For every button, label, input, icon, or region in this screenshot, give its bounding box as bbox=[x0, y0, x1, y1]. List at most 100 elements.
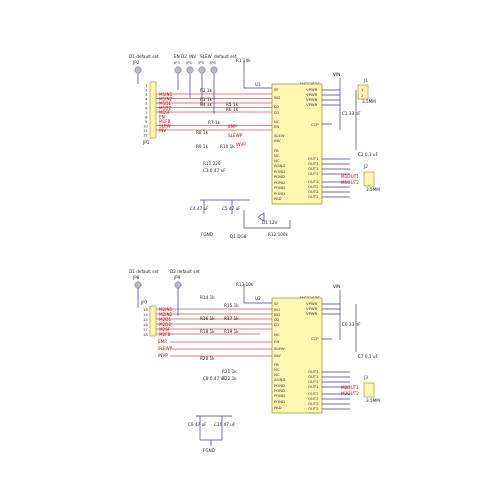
jumper-jp4[interactable] bbox=[186, 66, 194, 74]
resistor-r20-label: R20 1k bbox=[200, 356, 215, 361]
jumper-jp4-label: JP4 bbox=[185, 60, 192, 65]
resistor-r18-label: R18 1k bbox=[200, 329, 215, 334]
jumper-jp8[interactable] bbox=[134, 281, 142, 289]
net-m1out1: M1OUT1 bbox=[341, 174, 359, 179]
header-jp7-label: JP7 bbox=[140, 300, 148, 305]
net-emp-2: EMP bbox=[158, 339, 167, 344]
chip-pin: VPWR bbox=[306, 306, 318, 311]
header-pin: 4 bbox=[145, 97, 148, 102]
header-jp7 bbox=[149, 305, 157, 337]
header-pin: 13 bbox=[143, 307, 148, 312]
chip-pin: VPWR bbox=[306, 92, 318, 97]
jumper-d1-label: D1 default set bbox=[129, 54, 159, 59]
header-pin: 6 bbox=[145, 106, 148, 111]
conn-j1-ref: J1 bbox=[363, 78, 368, 83]
chip-pin: OUT1 bbox=[308, 161, 319, 166]
chip-u1-right-wires bbox=[322, 78, 350, 198]
jumper-jp9-label: JP9 bbox=[173, 275, 181, 280]
fgnd-label-1: FGND bbox=[201, 232, 213, 237]
net-invp-2: INVP bbox=[158, 353, 168, 358]
chip-pin: IN1 bbox=[274, 307, 281, 312]
resistor-r8-label: R8 1k bbox=[196, 130, 209, 135]
conn-j3-size: 3.5MM bbox=[366, 398, 380, 403]
chip-u2-ref: U2 bbox=[255, 296, 261, 301]
right-cap-wires-2 bbox=[339, 304, 357, 352]
resistor-r2-label: R2 1k bbox=[200, 88, 213, 93]
cap-c4-label: C4 47 uF bbox=[190, 206, 209, 211]
header-pin: 16 bbox=[143, 322, 148, 327]
resistor-r1-wire bbox=[243, 60, 272, 89]
chip-pin: SLEW bbox=[274, 133, 285, 138]
diode-d1-label: D1 12V bbox=[262, 220, 278, 225]
conn-j2 bbox=[363, 171, 375, 187]
net-label: EN bbox=[159, 115, 165, 120]
net-m2out2: M2OUT2 bbox=[341, 391, 359, 396]
chip-pin: POND bbox=[274, 383, 285, 388]
jumper-jp5[interactable] bbox=[198, 66, 206, 74]
jumper-jp9[interactable] bbox=[174, 281, 182, 289]
chip-pin: D1 bbox=[274, 110, 280, 115]
jumper-jp2[interactable] bbox=[134, 66, 142, 74]
net-label: INV bbox=[159, 128, 166, 133]
chip-pin: POND bbox=[274, 399, 285, 404]
jumper-d1-label-2: D1 default set bbox=[129, 269, 159, 274]
header-pin: 7 bbox=[145, 110, 148, 115]
chip-pin: D1 bbox=[274, 322, 280, 327]
conn-j3-ref: J3 bbox=[363, 375, 368, 380]
resistor-r6-label: R6 1k bbox=[226, 107, 239, 112]
net-label: M1SF bbox=[159, 110, 171, 115]
chip-pin: NC bbox=[274, 332, 280, 337]
chip-pin: OUT1 bbox=[308, 166, 319, 171]
chip-pin: SF bbox=[274, 87, 279, 92]
chip-pin: OUT1 bbox=[308, 384, 319, 389]
jumper-inv-label: INV bbox=[189, 54, 196, 59]
header-signal-wires-2 bbox=[156, 308, 272, 335]
chip-pin: SLEW bbox=[274, 346, 285, 351]
jumper-jp5-label: JP5 bbox=[197, 60, 204, 65]
cap-c1-label: C1 33 nF bbox=[342, 111, 361, 116]
chip-pin: VPWR bbox=[306, 97, 318, 102]
vin-label-2: VIN bbox=[333, 284, 340, 289]
chip-u1 bbox=[271, 83, 323, 205]
fgnd-label-2: FGND bbox=[203, 448, 215, 453]
chip-pin: EN bbox=[274, 124, 279, 129]
vin-label: VIN bbox=[333, 72, 340, 77]
chip-pin: D2 bbox=[274, 317, 280, 322]
chip-u2-right-pins: VPWR VPWR VPWR CCP OUT1 OUT1 OUT1 OUT1 O… bbox=[306, 301, 319, 411]
chip-pin: OUT1 bbox=[308, 374, 319, 379]
net-label: M1D2 bbox=[159, 106, 172, 111]
jumper-jp6-label: JP6 bbox=[209, 60, 216, 65]
diode-d1-symbol bbox=[257, 212, 265, 222]
chip-pin: OUT1 bbox=[308, 171, 319, 176]
chip-pin: OUT2 bbox=[308, 391, 319, 396]
resistor-r13-wire bbox=[243, 284, 272, 304]
resistor-r3-label: R3 1k bbox=[200, 97, 213, 102]
resistor-r14-label: R14 1k bbox=[200, 295, 215, 300]
jumper-jp3[interactable] bbox=[174, 66, 182, 74]
header-jp7-pins: 13 14 15 16 17 18 bbox=[143, 307, 148, 337]
cap-c9-label: C9 47 uF bbox=[188, 422, 207, 427]
chip-pin: NC bbox=[274, 119, 280, 124]
chip-pin: OUT2 bbox=[308, 194, 319, 199]
header-pin: 11 bbox=[143, 128, 148, 133]
chip-u1-ref: U1 bbox=[255, 82, 261, 87]
resistor-r15-label: R15 1k bbox=[224, 303, 239, 308]
jumper-wires-2 bbox=[137, 288, 179, 316]
net-slewp-2: SLEWP bbox=[158, 346, 173, 351]
conn-j2-ref: J2 bbox=[363, 164, 368, 169]
chip-pin: NC bbox=[274, 153, 280, 158]
header-pin: 1 bbox=[145, 83, 148, 88]
jumper-jp3-label: JP3 bbox=[173, 60, 180, 65]
net-label: M1FB bbox=[159, 119, 171, 124]
chip-pin: NC bbox=[274, 367, 280, 372]
chip-pin: OUT2 bbox=[308, 179, 319, 184]
resistor-r17-label: R17 1k bbox=[224, 316, 239, 321]
chip-pin: IN2 bbox=[274, 312, 281, 317]
conn-j3 bbox=[363, 382, 375, 398]
jumper-en-label: EN bbox=[174, 54, 180, 59]
header-pin: 9 bbox=[145, 119, 148, 124]
transistor-wires bbox=[243, 210, 291, 229]
chip-pin: SF bbox=[274, 301, 279, 306]
jumper-d2-label: D2 bbox=[181, 54, 187, 59]
jumper-jp6[interactable] bbox=[210, 66, 218, 74]
